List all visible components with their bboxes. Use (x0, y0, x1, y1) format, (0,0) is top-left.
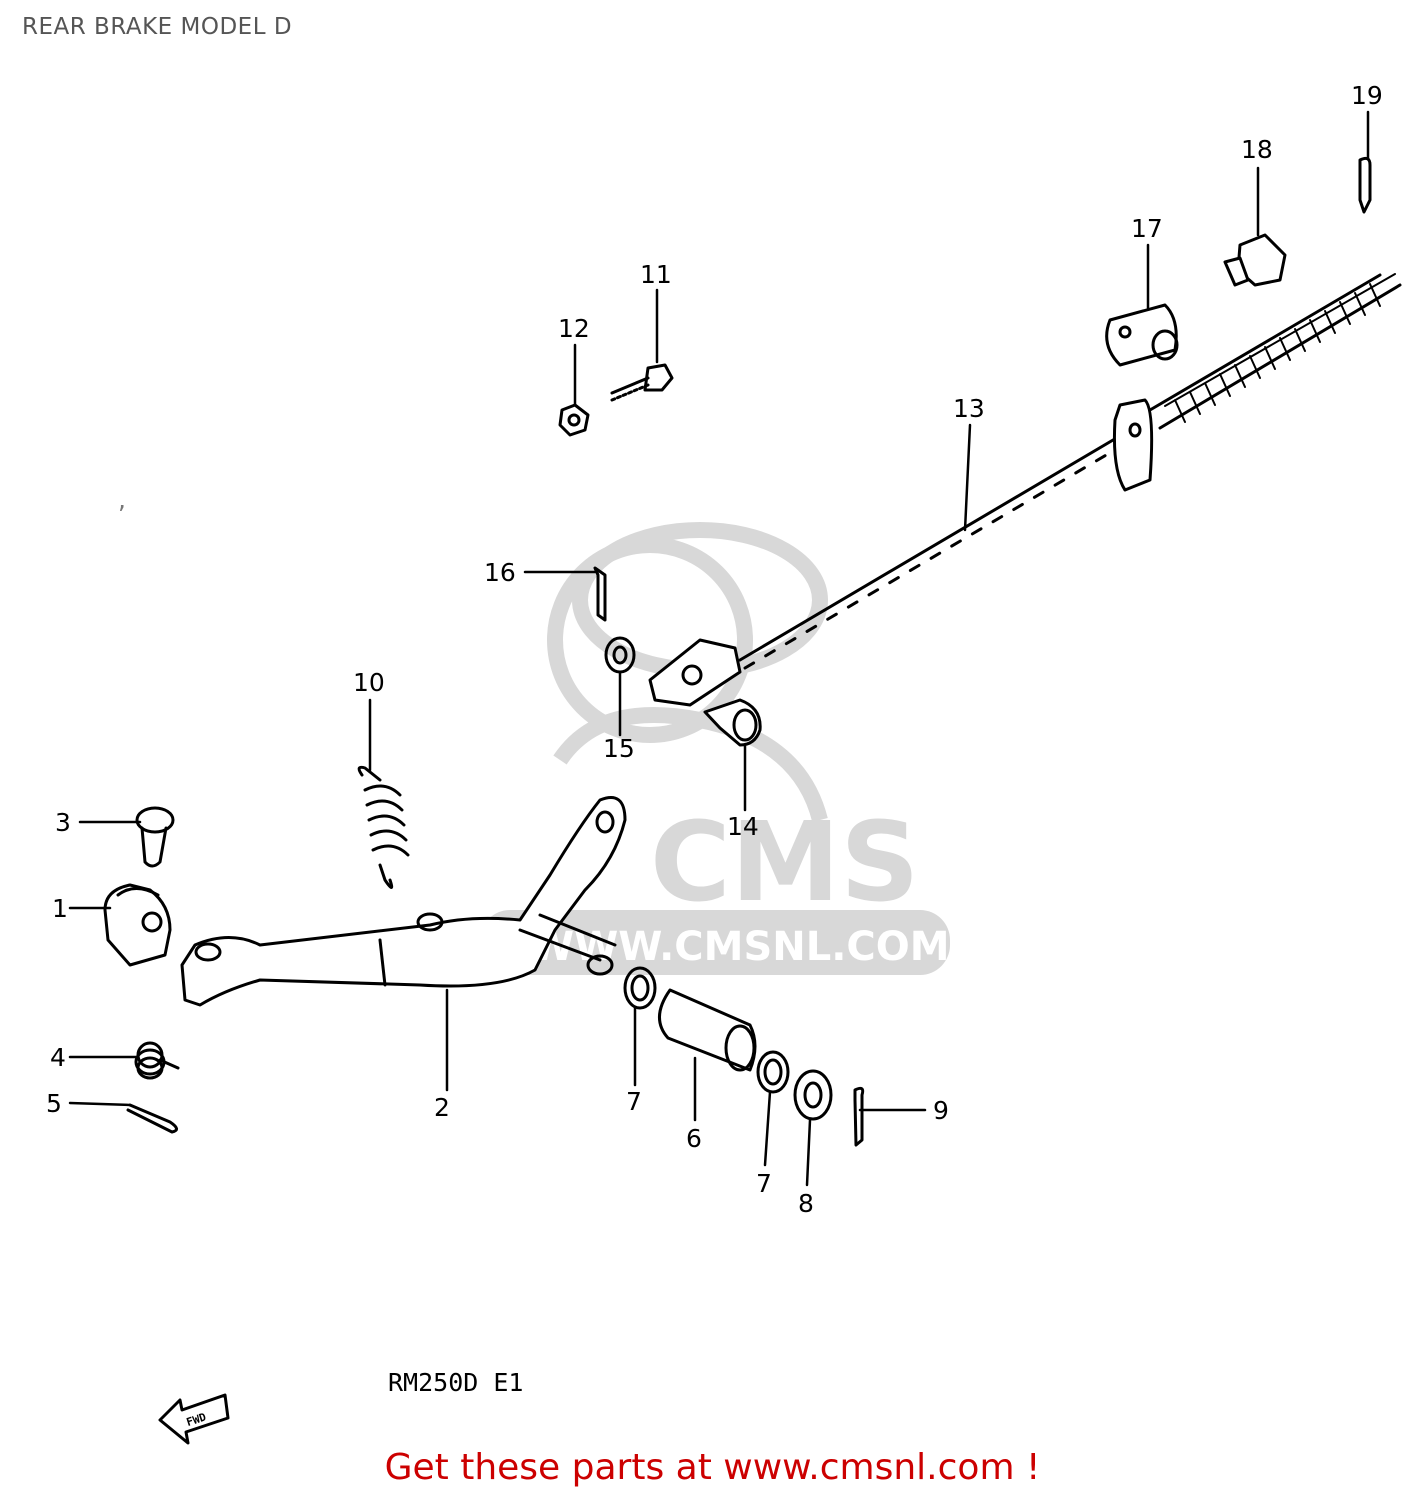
clevis-pin (135, 806, 175, 868)
pedal-collar (658, 988, 757, 1072)
cotter-pin-5 (126, 1103, 178, 1134)
leader-lines (68, 110, 1370, 1187)
callout-14: 14 (727, 812, 759, 841)
washer-7a (623, 966, 657, 1010)
brake-cable (648, 273, 1402, 707)
cotter-pin-19 (1358, 156, 1372, 214)
callout-18: 18 (1241, 135, 1273, 164)
cable-joint (1105, 303, 1179, 367)
washer-8 (793, 1069, 833, 1121)
callout-10: 10 (353, 668, 385, 697)
callout-7b: 7 (756, 1169, 772, 1198)
pivot-bracket (103, 883, 172, 967)
washer-7b (756, 1050, 790, 1094)
return-spring (134, 1041, 180, 1080)
watermark-brand: CMS (650, 798, 919, 926)
model-code: RM250D E1 (388, 1368, 523, 1397)
footer-cta[interactable]: Get these parts at www.cmsnl.com ! (384, 1447, 1041, 1488)
watermark-url: WWW.CMSNL.COM (530, 924, 950, 970)
callout-6: 6 (686, 1124, 702, 1153)
callout-13: 13 (953, 394, 985, 423)
fwd-label: FWD (185, 1410, 208, 1429)
callout-2: 2 (434, 1093, 450, 1122)
callout-8: 8 (798, 1189, 814, 1218)
cable-clevis-pin (703, 698, 762, 747)
callout-19: 19 (1351, 81, 1383, 110)
callout-3: 3 (55, 808, 71, 837)
callout-11: 11 (640, 260, 672, 289)
cotter-pin-16 (593, 566, 607, 622)
adjusting-nut (1223, 233, 1287, 287)
adjuster-nut (558, 403, 590, 437)
callout-4: 4 (50, 1043, 66, 1072)
callout-9: 9 (933, 1096, 949, 1125)
forward-arrow-icon (158, 1393, 230, 1445)
callout-5: 5 (46, 1089, 62, 1118)
callout-1: 1 (52, 894, 68, 923)
callout-15: 15 (603, 734, 635, 763)
callout-12: 12 (558, 314, 590, 343)
speck-mark: , (118, 485, 126, 514)
tension-spring (357, 765, 410, 889)
cotter-pin-9 (853, 1086, 865, 1147)
callout-16: 16 (484, 558, 516, 587)
watermark: CMS WWW.CMSNL.COM (480, 522, 950, 975)
callout-labels: 1 2 3 4 5 6 7 7 8 9 10 11 12 13 14 15 16… (46, 81, 1383, 1218)
adjuster-bolt (610, 363, 674, 402)
callout-7a: 7 (626, 1087, 642, 1116)
brake-pedal (180, 796, 627, 1007)
callout-17: 17 (1131, 214, 1163, 243)
page-title: REAR BRAKE MODEL D (22, 14, 293, 40)
